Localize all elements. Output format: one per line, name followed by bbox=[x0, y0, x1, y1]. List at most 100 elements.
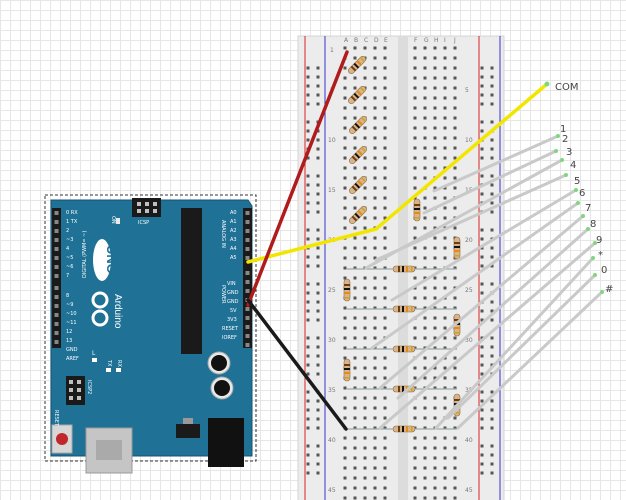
tx-led bbox=[106, 368, 111, 372]
breadboard-hole bbox=[316, 291, 320, 295]
gnd-label: GND bbox=[66, 347, 78, 353]
breadboard-hole bbox=[433, 296, 437, 300]
breadboard-hole bbox=[316, 147, 320, 151]
breadboard-hole bbox=[353, 366, 357, 370]
pin-label: 7 bbox=[66, 273, 69, 279]
com-wire bbox=[374, 82, 549, 231]
pin-label: A4 bbox=[230, 246, 237, 252]
breadboard-hole bbox=[480, 462, 484, 466]
breadboard-hole bbox=[383, 56, 387, 60]
pin-label: ~10 bbox=[66, 311, 77, 317]
row-number: 30 bbox=[465, 337, 473, 344]
breadboard-hole bbox=[306, 300, 310, 304]
breadboard-hole bbox=[480, 345, 484, 349]
breadboard-hole bbox=[363, 446, 367, 450]
pin-label: 4 bbox=[66, 246, 69, 252]
breadboard-hole bbox=[453, 86, 457, 90]
breadboard-hole bbox=[413, 336, 417, 340]
breadboard-hole bbox=[363, 386, 367, 390]
breadboard-hole bbox=[383, 296, 387, 300]
breadboard-hole bbox=[373, 156, 377, 160]
breadboard-hole bbox=[490, 183, 494, 187]
breadboard-hole bbox=[453, 46, 457, 50]
breadboard-hole bbox=[413, 106, 417, 110]
breadboard-hole bbox=[423, 406, 427, 410]
breadboard-hole bbox=[423, 196, 427, 200]
breadboard-hole bbox=[353, 336, 357, 340]
breadboard-hole bbox=[433, 86, 437, 90]
breadboard-hole bbox=[353, 326, 357, 330]
breadboard-hole bbox=[363, 236, 367, 240]
header-pin bbox=[54, 295, 59, 299]
breadboard-hole bbox=[490, 66, 494, 70]
breadboard-hole bbox=[383, 406, 387, 410]
wire-endpoint bbox=[593, 241, 597, 245]
breadboard-hole bbox=[343, 76, 347, 80]
breadboard-hole bbox=[363, 196, 367, 200]
wire-endpoint bbox=[591, 256, 595, 260]
breadboard-hole bbox=[353, 396, 357, 400]
digital-pin-labels: 0 RX 1 TX 2 ~3 4 ~5 ~6 7 8 ~9 ~10 ~11 12… bbox=[66, 210, 79, 362]
microcontroller-chip bbox=[181, 208, 202, 354]
breadboard-hole bbox=[433, 446, 437, 450]
breadboard-hole bbox=[343, 126, 347, 130]
key-label-4: 4 bbox=[570, 160, 576, 171]
breadboard-hole bbox=[423, 366, 427, 370]
breadboard-hole bbox=[316, 228, 320, 232]
breadboard-hole bbox=[413, 496, 417, 500]
breadboard-hole bbox=[490, 174, 494, 178]
breadboard-hole bbox=[453, 116, 457, 120]
pin-label: A3 bbox=[230, 237, 237, 243]
breadboard-hole bbox=[443, 206, 447, 210]
breadboard-hole bbox=[343, 336, 347, 340]
key-label-2: 2 bbox=[562, 134, 568, 145]
breadboard-hole bbox=[480, 156, 484, 160]
breadboard-hole bbox=[443, 376, 447, 380]
breadboard-hole bbox=[423, 166, 427, 170]
breadboard-hole bbox=[343, 456, 347, 460]
power-section-label: POWER bbox=[220, 285, 226, 304]
breadboard-hole bbox=[480, 291, 484, 295]
breadboard-hole bbox=[363, 246, 367, 250]
breadboard-hole bbox=[363, 156, 367, 160]
breadboard-hole bbox=[490, 282, 494, 286]
breadboard-hole bbox=[306, 228, 310, 232]
keypad-wire-0 bbox=[446, 273, 597, 420]
breadboard-hole bbox=[433, 116, 437, 120]
breadboard-hole bbox=[443, 116, 447, 120]
breadboard-hole bbox=[480, 453, 484, 457]
breadboard-hole bbox=[316, 453, 320, 457]
breadboard-hole bbox=[373, 296, 377, 300]
breadboard-hole bbox=[373, 386, 377, 390]
wire-endpoint bbox=[574, 188, 578, 192]
breadboard-hole bbox=[373, 236, 377, 240]
breadboard-hole bbox=[373, 356, 377, 360]
breadboard-hole bbox=[306, 318, 310, 322]
breadboard-hole bbox=[433, 376, 437, 380]
breadboard-hole bbox=[343, 96, 347, 100]
breadboard-hole bbox=[363, 326, 367, 330]
dc-power-jack bbox=[208, 418, 244, 467]
breadboard-hole bbox=[413, 406, 417, 410]
breadboard-hole bbox=[433, 406, 437, 410]
breadboard-hole bbox=[423, 126, 427, 130]
breadboard-hole bbox=[316, 444, 320, 448]
resistor bbox=[343, 358, 351, 382]
header-pin bbox=[245, 325, 250, 329]
breadboard-hole bbox=[453, 276, 457, 280]
breadboard-hole bbox=[433, 46, 437, 50]
breadboard-hole bbox=[423, 256, 427, 260]
breadboard-hole bbox=[433, 56, 437, 60]
reset-button[interactable] bbox=[51, 424, 73, 454]
breadboard-hole bbox=[413, 186, 417, 190]
breadboard-hole bbox=[490, 228, 494, 232]
breadboard-hole bbox=[413, 66, 417, 70]
breadboard-hole bbox=[353, 296, 357, 300]
resistor bbox=[453, 236, 461, 260]
breadboard-hole bbox=[316, 93, 320, 97]
breadboard-hole bbox=[316, 309, 320, 313]
breadboard-hole bbox=[316, 246, 320, 250]
breadboard-hole bbox=[433, 316, 437, 320]
breadboard-hole bbox=[353, 226, 357, 230]
breadboard-hole bbox=[480, 66, 484, 70]
